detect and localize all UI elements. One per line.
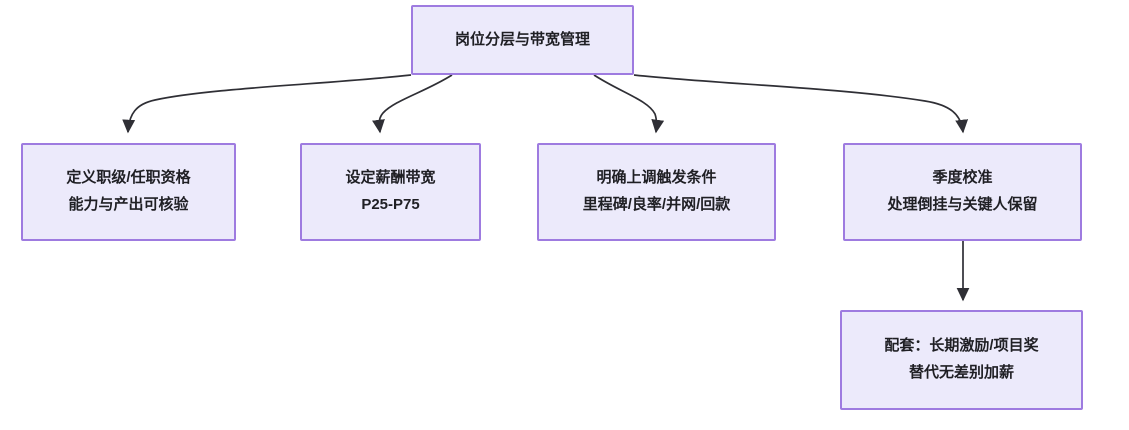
- node-long-term-incentive[interactable]: 配套：长期激励/项目奖 替代无差别加薪: [840, 310, 1083, 410]
- node-c3-line-2: 里程碑/良率/并网/回款: [582, 196, 731, 213]
- edge-root-to-c1: [122, 74, 412, 134]
- node-c1-line-2: 能力与产出可核验: [68, 196, 189, 213]
- node-c4-line-1: 季度校准: [932, 169, 993, 187]
- node-c2-line-1: 设定薪酬带宽: [345, 169, 436, 187]
- node-c2-line-2: P25-P75: [361, 196, 420, 213]
- node-root-line-1: 岗位分层与带宽管理: [454, 30, 590, 48]
- node-c4-line-2: 处理倒挂与关键人保留: [887, 196, 1038, 213]
- node-set-salary-band[interactable]: 设定薪酬带宽 P25-P75: [300, 143, 481, 241]
- node-root[interactable]: 岗位分层与带宽管理: [411, 5, 634, 75]
- node-c5-line-2: 替代无差别加薪: [908, 364, 1014, 381]
- node-raise-trigger-conditions[interactable]: 明确上调触发条件 里程碑/良率/并网/回款: [537, 143, 776, 241]
- node-quarterly-calibration[interactable]: 季度校准 处理倒挂与关键人保留: [843, 143, 1082, 241]
- edge-root-to-c2: [372, 74, 453, 134]
- node-c1-line-1: 定义职级/任职资格: [66, 169, 191, 187]
- edge-root-to-c4: [633, 74, 969, 134]
- edge-root-to-c3: [593, 74, 665, 134]
- node-define-job-levels[interactable]: 定义职级/任职资格 能力与产出可核验: [21, 143, 236, 241]
- node-c5-line-1: 配套：长期激励/项目奖: [884, 337, 1039, 355]
- node-c3-line-1: 明确上调触发条件: [596, 169, 717, 187]
